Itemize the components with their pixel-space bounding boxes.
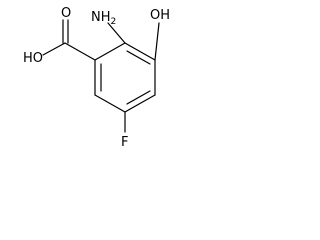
amine-label-text: NH (91, 10, 111, 25)
fluorine-label: F (121, 135, 128, 150)
carboxyl-hydroxyl-label: HO (23, 51, 43, 66)
bond-carboxyl-oh (42, 42, 66, 56)
bond-c1-c2 (94, 42, 126, 61)
double-bond-c4-c5 (126, 90, 151, 105)
bond-c1-carboxyl (64, 42, 96, 61)
carbonyl-oxygen-label: O (61, 6, 71, 21)
structure-diagram: NH2 OH O HO F (23, 6, 170, 150)
amine-label: NH2 (91, 10, 116, 27)
bond-c4-c5 (124, 94, 156, 113)
hydroxyl-label: OH (150, 8, 170, 23)
bond-c2-n (107, 22, 126, 44)
bond-c3-o (154, 22, 160, 61)
bond-c5-c6 (94, 94, 126, 113)
bond-c2-c3 (124, 42, 156, 61)
double-bond-c2-c3 (126, 50, 151, 65)
amine-subscript: 2 (111, 17, 117, 27)
